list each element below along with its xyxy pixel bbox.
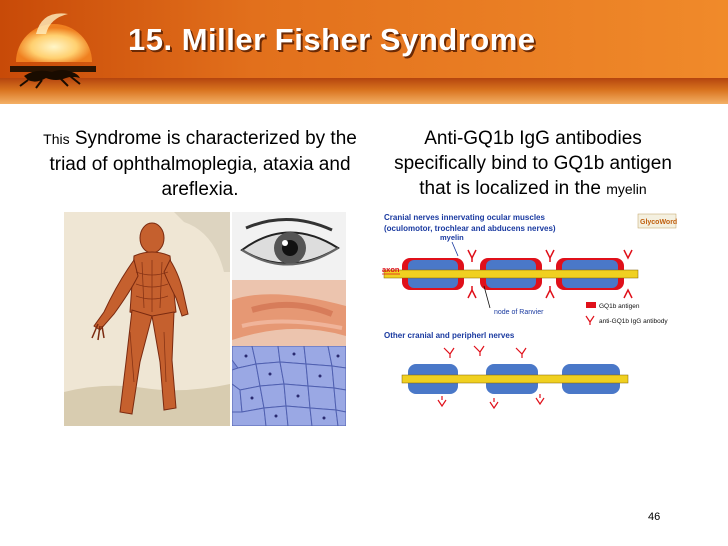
- nerve-tissue-image: [232, 280, 346, 346]
- header-band: [0, 78, 728, 104]
- slide-title: 15. Miller Fisher Syndrome: [128, 22, 536, 57]
- legend-antigen-swatch: [586, 302, 596, 308]
- slide-header: [0, 0, 728, 78]
- legend-antigen: GQ1b antigen: [599, 303, 640, 310]
- right-description: Anti-GQ1b IgG antibodies specifically bi…: [378, 126, 688, 202]
- legend-antibody: anti-GQ1b IgG antibody: [599, 318, 668, 325]
- antibody-icon: [585, 315, 595, 325]
- muscle-histology-image: [232, 346, 346, 426]
- nerve-antibody-diagram: Cranial nerves innervating ocular muscle…: [380, 210, 680, 424]
- node-of-ranvier-label: node of Ranvier: [494, 309, 544, 316]
- sunset-cheetah-logo-icon: [10, 13, 96, 89]
- diagram-title-2: (oculomotor, trochlear and abducens nerv…: [384, 224, 556, 233]
- brand-label: GlycoWord: [640, 219, 677, 226]
- axon-label: axon: [382, 265, 400, 274]
- myelin-label: myelin: [440, 233, 464, 242]
- unaffected-nerve: [401, 345, 629, 410]
- left-description: This Syndrome is characterized by the tr…: [34, 126, 366, 202]
- myelin-word: myelin: [606, 181, 647, 197]
- left-description-text: Syndrome is characterized by the triad o…: [49, 128, 357, 200]
- section2-title: Other cranial and peripherl nerves: [384, 331, 515, 340]
- page-number: 46: [648, 511, 661, 523]
- word-this: This: [43, 131, 70, 147]
- right-description-text: Anti-GQ1b IgG antibodies specifically bi…: [394, 128, 672, 199]
- affected-nerve: [383, 249, 639, 299]
- anatomy-figure-image: [64, 212, 230, 426]
- eye-image: [232, 212, 346, 280]
- diagram-title-1: Cranial nerves innervating ocular muscle…: [384, 213, 546, 222]
